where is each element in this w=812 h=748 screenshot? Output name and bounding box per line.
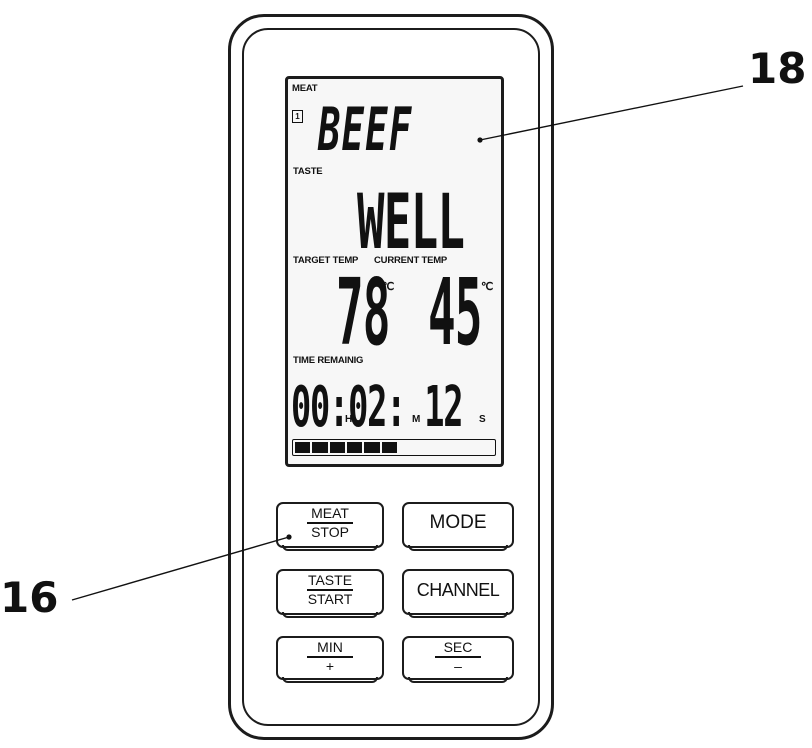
leader-dot-18 <box>477 137 483 143</box>
channel-button[interactable]: CHANNEL <box>402 569 514 618</box>
channel-indicator: 1 <box>292 110 303 123</box>
meat-stop-button[interactable]: MEAT STOP <box>276 502 384 551</box>
progress-bar <box>292 439 496 456</box>
meat-stop-divider <box>307 522 353 524</box>
min-plus-top-label: MIN <box>317 639 343 655</box>
mode-button[interactable]: MODE <box>402 502 514 551</box>
lcd-display <box>285 76 504 467</box>
taste-start-bottom-label: START <box>307 590 353 607</box>
min-plus-button[interactable]: MIN + <box>276 636 384 683</box>
sec-minus-button[interactable]: SEC – <box>402 636 514 683</box>
leader-line-18 <box>479 85 744 141</box>
sec-minus-top-label: SEC <box>443 639 473 655</box>
leader-dot-16 <box>286 534 292 540</box>
callout-16: 16 <box>0 573 59 622</box>
current-temp-label: CURRENT TEMP <box>374 255 448 266</box>
meat-stop-top-label: MEAT <box>311 505 349 521</box>
sec-minus-divider <box>435 656 481 658</box>
meat-stop-bottom-label: STOP <box>311 523 349 540</box>
progress-segment <box>295 442 311 453</box>
taste-start-top-label: TASTE <box>307 572 353 588</box>
progress-fill <box>293 440 399 455</box>
target-temp-label: TARGET TEMP <box>293 255 359 266</box>
current-temp-unit: ℃ <box>481 281 494 293</box>
sec-minus-bottom-label: – <box>454 657 462 674</box>
progress-segment <box>329 442 345 453</box>
meat-value: BEEF <box>318 95 413 165</box>
device-inner-bezel <box>242 28 540 726</box>
target-temp-unit: ℃ <box>382 281 395 293</box>
progress-segment <box>381 442 397 453</box>
progress-segment <box>364 442 380 453</box>
minute-unit: M <box>412 414 421 425</box>
min-plus-bottom-label: + <box>325 657 335 674</box>
min-plus-divider <box>307 656 353 658</box>
channel-label: CHANNEL <box>416 580 500 600</box>
taste-label: TASTE <box>293 166 323 177</box>
mode-label: MODE <box>429 512 487 533</box>
taste-start-divider <box>307 589 353 591</box>
leader-line-16 <box>71 536 290 601</box>
second-unit: S <box>479 414 486 425</box>
progress-segment <box>312 442 328 453</box>
taste-start-button[interactable]: TASTE START <box>276 569 384 618</box>
taste-value: WELL <box>357 177 465 266</box>
timer-value: 00:02: 12 <box>291 375 463 440</box>
progress-segment <box>346 442 363 453</box>
meat-label: MEAT <box>292 83 318 94</box>
hour-unit: H <box>345 414 353 425</box>
target-temp-value: 78 <box>336 259 390 366</box>
callout-18: 18 <box>748 44 807 93</box>
time-remaining-label: TIME REMAINIG <box>293 355 364 366</box>
current-temp-value: 45 <box>428 259 482 366</box>
